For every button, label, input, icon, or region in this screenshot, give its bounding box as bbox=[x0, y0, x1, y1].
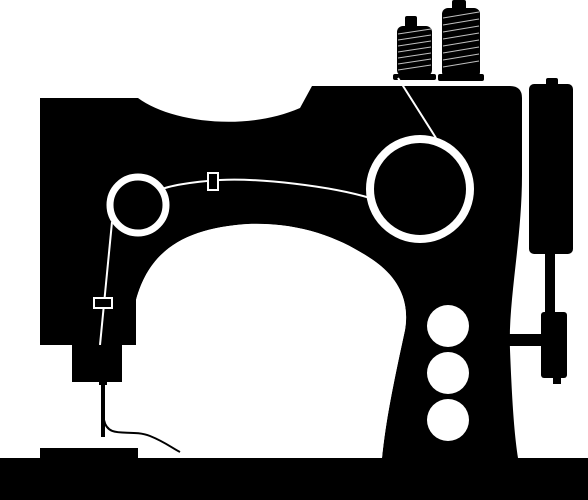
loose-thread bbox=[103, 419, 181, 453]
hand-wheel-icon bbox=[500, 78, 573, 384]
needle-bar bbox=[99, 345, 107, 385]
arm-arch bbox=[136, 223, 407, 458]
dial-middle bbox=[427, 352, 469, 394]
ground-base bbox=[0, 458, 588, 500]
thread-guide-top bbox=[207, 172, 219, 191]
thread-path bbox=[99, 77, 437, 346]
spool-left-icon bbox=[393, 16, 436, 80]
presser-knob bbox=[107, 360, 117, 376]
spool-right-icon bbox=[438, 0, 484, 81]
thread-guide-side bbox=[93, 297, 113, 309]
presser-foot bbox=[40, 448, 138, 460]
dial-bottom bbox=[427, 399, 469, 441]
dial-top bbox=[427, 305, 469, 347]
tension-ring bbox=[106, 173, 170, 237]
machine-body bbox=[40, 86, 522, 458]
needle bbox=[101, 385, 105, 437]
flywheel-ring bbox=[366, 135, 474, 243]
